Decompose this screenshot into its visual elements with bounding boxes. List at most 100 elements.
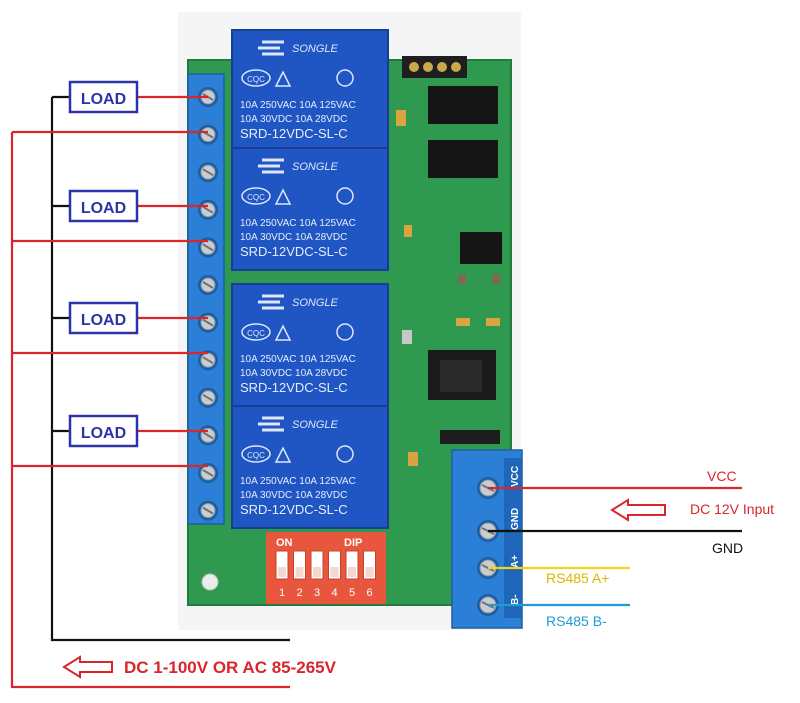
ul-mark-icon [336, 187, 354, 205]
terminal-label-a: A+ [510, 555, 521, 568]
relay-body [231, 405, 389, 529]
dip-number-4: 4 [331, 587, 337, 599]
load-box-2 [68, 189, 139, 223]
relay-rating-dc: 10A 30VDC 10A 28VDC [240, 368, 347, 379]
annotations: VCC DC 12V Input GND RS485 A+ RS485 B- D… [62, 468, 774, 679]
screw-slot [202, 431, 214, 440]
screw-slot [202, 318, 214, 327]
warning-triangle-icon [274, 446, 292, 463]
terminal-label-strip [504, 458, 522, 618]
relay-rating-ac: 10A 250VAC 10A 125VAC [240, 354, 356, 365]
ul-mark-icon [336, 69, 354, 87]
smd-part [402, 330, 412, 344]
rs485-a-annotation: RS485 A+ [546, 570, 609, 586]
dip-number-1: 1 [279, 587, 285, 599]
screw-slot [202, 469, 214, 477]
terminal-label-vcc: VCC [510, 466, 521, 487]
load-label-2: LOAD [81, 200, 126, 217]
screw-slot [202, 506, 214, 515]
regulator-body [440, 360, 482, 392]
brand-logo-icon [258, 294, 284, 310]
screw-slot [202, 356, 214, 365]
relay-rating-ac: 10A 250VAC 10A 125VAC [240, 218, 356, 229]
mounting-hole [201, 573, 219, 591]
relay-rating-ac: 10A 250VAC 10A 125VAC [240, 100, 356, 111]
brand-logo-icon [258, 158, 284, 174]
relay-3: SONGLE CQC 10A 250VAC 10A 125VAC 10A 30VDC … [231, 283, 389, 407]
dip-number-6: 6 [366, 587, 372, 599]
terminal-label-gnd: GND [510, 508, 521, 530]
smd-part [486, 318, 500, 326]
header-pin [437, 62, 447, 72]
input-terminal-block: VCC GND A+ B- [451, 449, 523, 629]
relay-rating-dc: 10A 30VDC 10A 28VDC [240, 232, 347, 243]
jumper-header [440, 430, 500, 444]
relay-2: SONGLE CQC 10A 250VAC 10A 125VAC 10A 30VDC … [231, 147, 389, 271]
terminal-block-body [187, 73, 225, 525]
dip-number-2: 2 [296, 587, 302, 599]
dip-key-slider [295, 567, 304, 577]
smd-led [408, 452, 418, 466]
warning-triangle-icon [274, 70, 292, 87]
header-pin [451, 62, 461, 72]
cqc-label: CQC [247, 193, 265, 202]
dip-key-slider [330, 567, 339, 577]
cqc-mark-icon [241, 445, 271, 463]
header-pin [409, 62, 419, 72]
relay-brand: SONGLE [292, 161, 339, 173]
pin-header [402, 56, 467, 78]
ic-chip [428, 140, 498, 178]
relays: SONGLE CQC 10A 250VAC 10A 125VAC 10A 30VDC … [231, 29, 389, 529]
screw-slot [202, 243, 214, 252]
dip-key-slider [278, 567, 286, 577]
screw-slot [202, 168, 214, 177]
dip-label: DIP [344, 537, 362, 549]
relay-brand: SONGLE [292, 297, 339, 309]
cqc-mark-icon [241, 69, 271, 87]
dc-input-arrow-icon [610, 498, 666, 522]
relay-model: SRD-12VDC-SL-C [240, 126, 348, 141]
smd-part [458, 274, 466, 284]
load-box-4 [68, 414, 139, 448]
screw-slot [202, 205, 214, 214]
relay-brand: SONGLE [292, 43, 339, 55]
ul-mark-icon [336, 323, 354, 341]
warning-triangle-icon [274, 324, 292, 341]
relay-model: SRD-12VDC-SL-C [240, 380, 348, 395]
relay-terminal-block [187, 73, 225, 525]
smd-part [492, 274, 500, 284]
cqc-label: CQC [247, 75, 265, 84]
relay-rating-ac: 10A 250VAC 10A 125VAC [240, 476, 356, 487]
red-power-wire [10, 132, 290, 689]
relay-model: SRD-12VDC-SL-C [240, 502, 348, 517]
dip-key-slider [313, 567, 321, 577]
gnd-annotation: GND [712, 540, 743, 556]
warning-triangle-icon [274, 188, 292, 205]
load-boxes: LOAD LOAD LOAD LOAD [68, 80, 139, 448]
black-common-wire [50, 97, 290, 642]
dip-number-3: 3 [314, 587, 320, 599]
screw-slot [202, 393, 214, 402]
relay-rating-dc: 10A 30VDC 10A 28VDC [240, 490, 347, 501]
relay-body [231, 147, 389, 271]
power-input-annotation: DC 1-100V OR AC 85-265V [124, 658, 337, 677]
cqc-mark-icon [241, 323, 271, 341]
header-pin [423, 62, 433, 72]
brand-logo-icon [258, 416, 284, 432]
brand-logo-icon [258, 40, 284, 56]
relay-1: SONGLE CQC 10A 250VAC 10A 125VAC 10A 30VDC … [231, 29, 389, 153]
relay-rating-dc: 10A 30VDC 10A 28VDC [240, 114, 347, 125]
smd-led [396, 110, 406, 126]
load-box-1 [68, 80, 139, 114]
dip-on-label: ON [276, 537, 293, 549]
dip-key-slider [348, 567, 356, 577]
smd-part [404, 225, 412, 237]
relay-body [231, 29, 389, 153]
ul-mark-icon [336, 445, 354, 463]
wiring [10, 95, 742, 689]
cqc-label: CQC [247, 329, 265, 338]
